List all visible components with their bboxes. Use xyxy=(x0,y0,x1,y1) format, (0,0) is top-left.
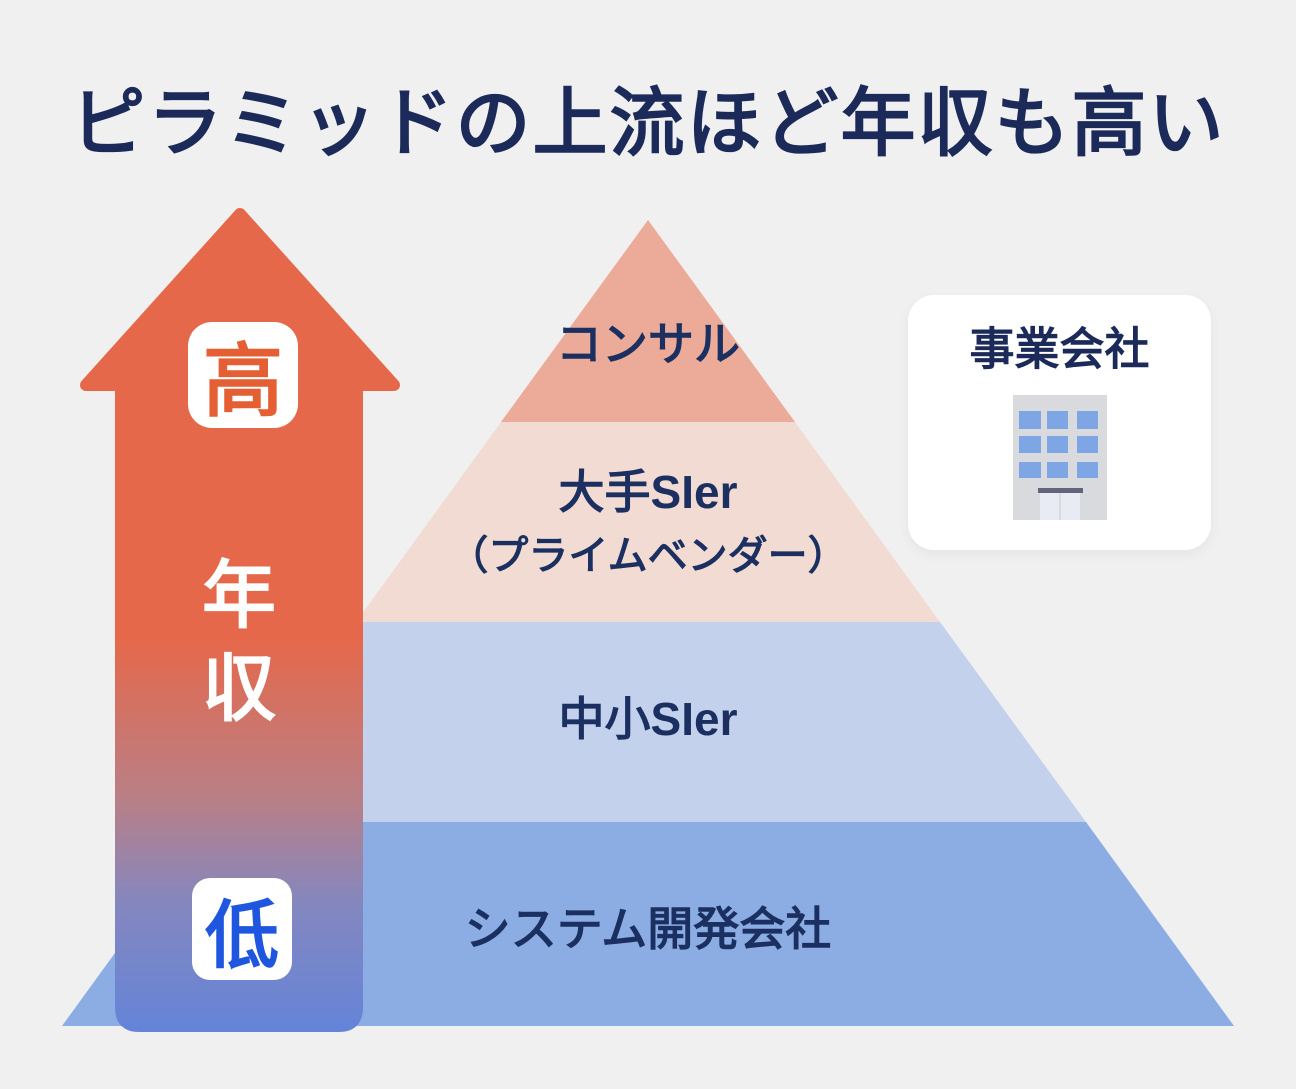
low-badge: 低 xyxy=(192,878,292,980)
office-building-icon xyxy=(1012,395,1107,525)
pyramid-tier-1-shape xyxy=(501,220,795,422)
tier-label-consulting: コンサル xyxy=(556,318,740,370)
low-badge-label: 低 xyxy=(205,893,279,977)
tier-label-major-sier: 大手SIer xyxy=(558,466,738,518)
tier-label-small-mid-sier: 中小SIer xyxy=(558,693,738,745)
tier-sublabel-prime-vendor: （プライムベンダー） xyxy=(448,534,848,578)
pyramid-tier-2-shape xyxy=(356,422,940,622)
high-badge-label: 高 xyxy=(203,337,283,426)
pyramid-tier-3-shape xyxy=(210,622,1086,822)
income-axis-label: 年収 xyxy=(202,554,276,730)
business-company-label: 事業会社 xyxy=(969,323,1150,375)
business-company-card: 事業会社 xyxy=(908,295,1211,550)
high-badge: 高 xyxy=(188,322,298,428)
arrow-shape xyxy=(80,208,400,1032)
page-title: ピラミッドの上流ほど年収も高い xyxy=(70,81,1226,165)
tier-label-system-dev-company: システム開発会社 xyxy=(464,903,832,955)
